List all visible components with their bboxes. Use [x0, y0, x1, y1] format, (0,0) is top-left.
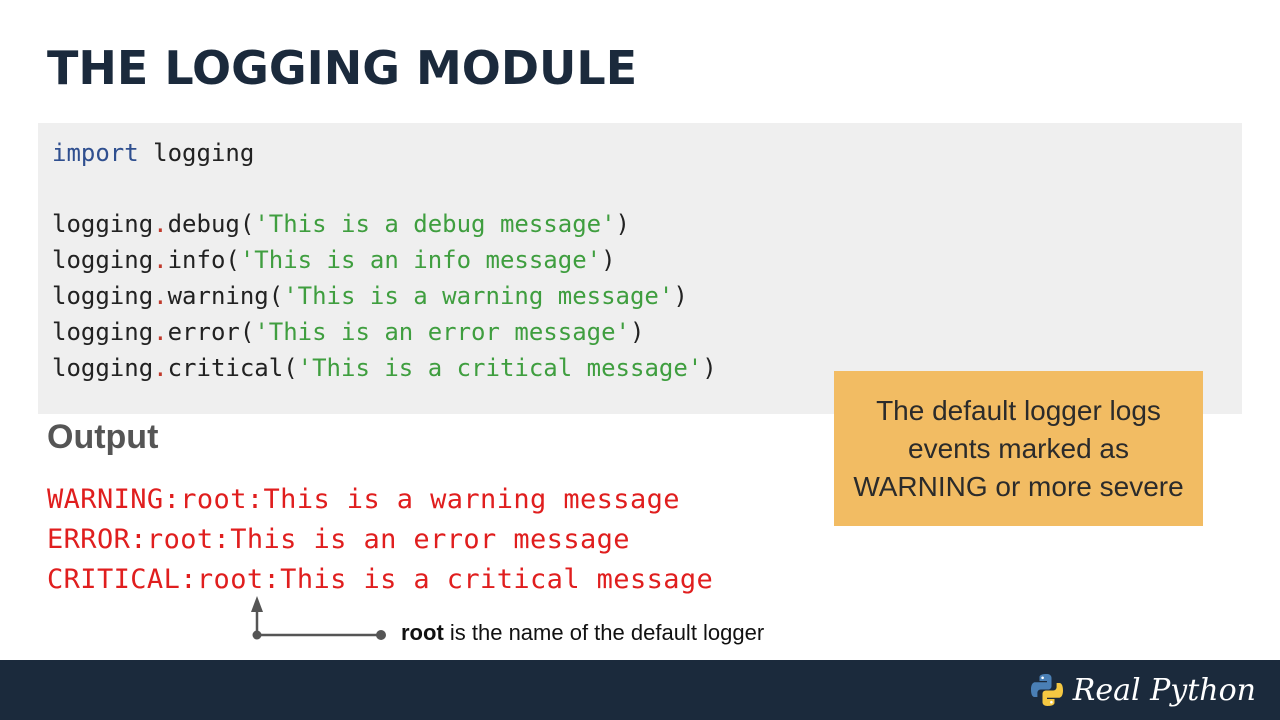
code-object: logging [52, 282, 154, 310]
code-line-import: import logging [52, 137, 254, 169]
slide-title: THE LOGGING MODULE [47, 41, 638, 95]
callout-note: The default logger logs events marked as… [834, 371, 1203, 526]
output-line-warning: WARNING:root:This is a warning message [47, 484, 680, 515]
code-line: logging.critical('This is a critical mes… [52, 352, 717, 384]
code-close-paren: ) [630, 318, 645, 346]
code-object: logging [52, 318, 154, 346]
code-string: 'This is a debug message' [254, 210, 616, 238]
code-string: 'This is an info message' [239, 246, 602, 274]
code-dot: . [153, 246, 168, 274]
code-string: 'This is an error message' [254, 318, 630, 346]
code-dot: . [153, 354, 168, 382]
code-close-paren: ) [601, 246, 616, 274]
code-object: logging [52, 354, 154, 382]
code-method: debug( [167, 210, 255, 238]
import-module: logging [138, 139, 255, 167]
code-object: logging [52, 246, 154, 274]
code-object: logging [52, 210, 154, 238]
code-string: 'This is a critical message' [297, 354, 703, 382]
code-dot: . [153, 210, 168, 238]
annotation-bold: root [401, 620, 444, 645]
code-string: 'This is a warning message' [283, 282, 674, 310]
code-dot: . [153, 318, 168, 346]
annotation-arrow-icon [251, 596, 386, 640]
code-close-paren: ) [673, 282, 688, 310]
code-method: info( [167, 246, 240, 274]
code-close-paren: ) [702, 354, 717, 382]
python-logo-icon [1030, 674, 1063, 706]
annotation-rest: is the name of the default logger [443, 620, 765, 645]
callout-note-text: The default logger logs events marked as… [853, 394, 1184, 502]
code-method: critical( [167, 354, 298, 382]
code-line: logging.debug('This is a debug message') [52, 208, 630, 240]
code-line: logging.warning('This is a warning messa… [52, 280, 688, 312]
code-block: import logging logging.debug('This is a … [38, 123, 1242, 414]
footer-bar: Real Python [0, 660, 1280, 720]
import-keyword: import [52, 139, 139, 167]
code-line: logging.error('This is an error message'… [52, 316, 644, 348]
code-line: logging.info('This is an info message') [52, 244, 616, 276]
code-close-paren: ) [615, 210, 630, 238]
output-line-critical: CRITICAL:root:This is a critical message [47, 564, 714, 595]
annotation-text: root is the name of the default logger [401, 620, 764, 646]
output-line-error: ERROR:root:This is an error message [47, 524, 630, 555]
code-dot: . [153, 282, 168, 310]
brand-name: Real Python [1072, 672, 1256, 708]
code-method: warning( [167, 282, 284, 310]
output-heading: Output [47, 418, 159, 456]
code-method: error( [167, 318, 255, 346]
brand-logo: Real Python [1029, 670, 1256, 710]
